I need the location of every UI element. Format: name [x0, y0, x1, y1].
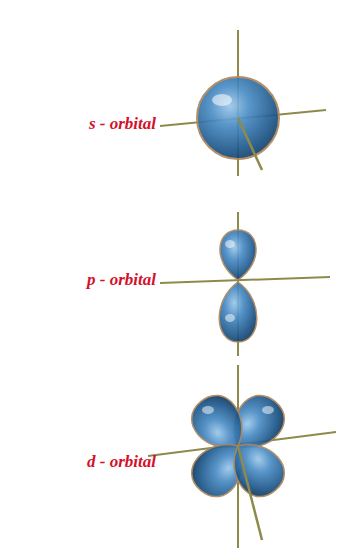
axis-lines	[148, 30, 336, 548]
p-orbital-shape	[219, 230, 257, 342]
orbital-label: d - orbital	[87, 452, 156, 472]
orbital-label: p - orbital	[87, 270, 156, 290]
front-axis-lines	[238, 118, 262, 540]
orbital-label: s - orbital	[89, 114, 156, 134]
